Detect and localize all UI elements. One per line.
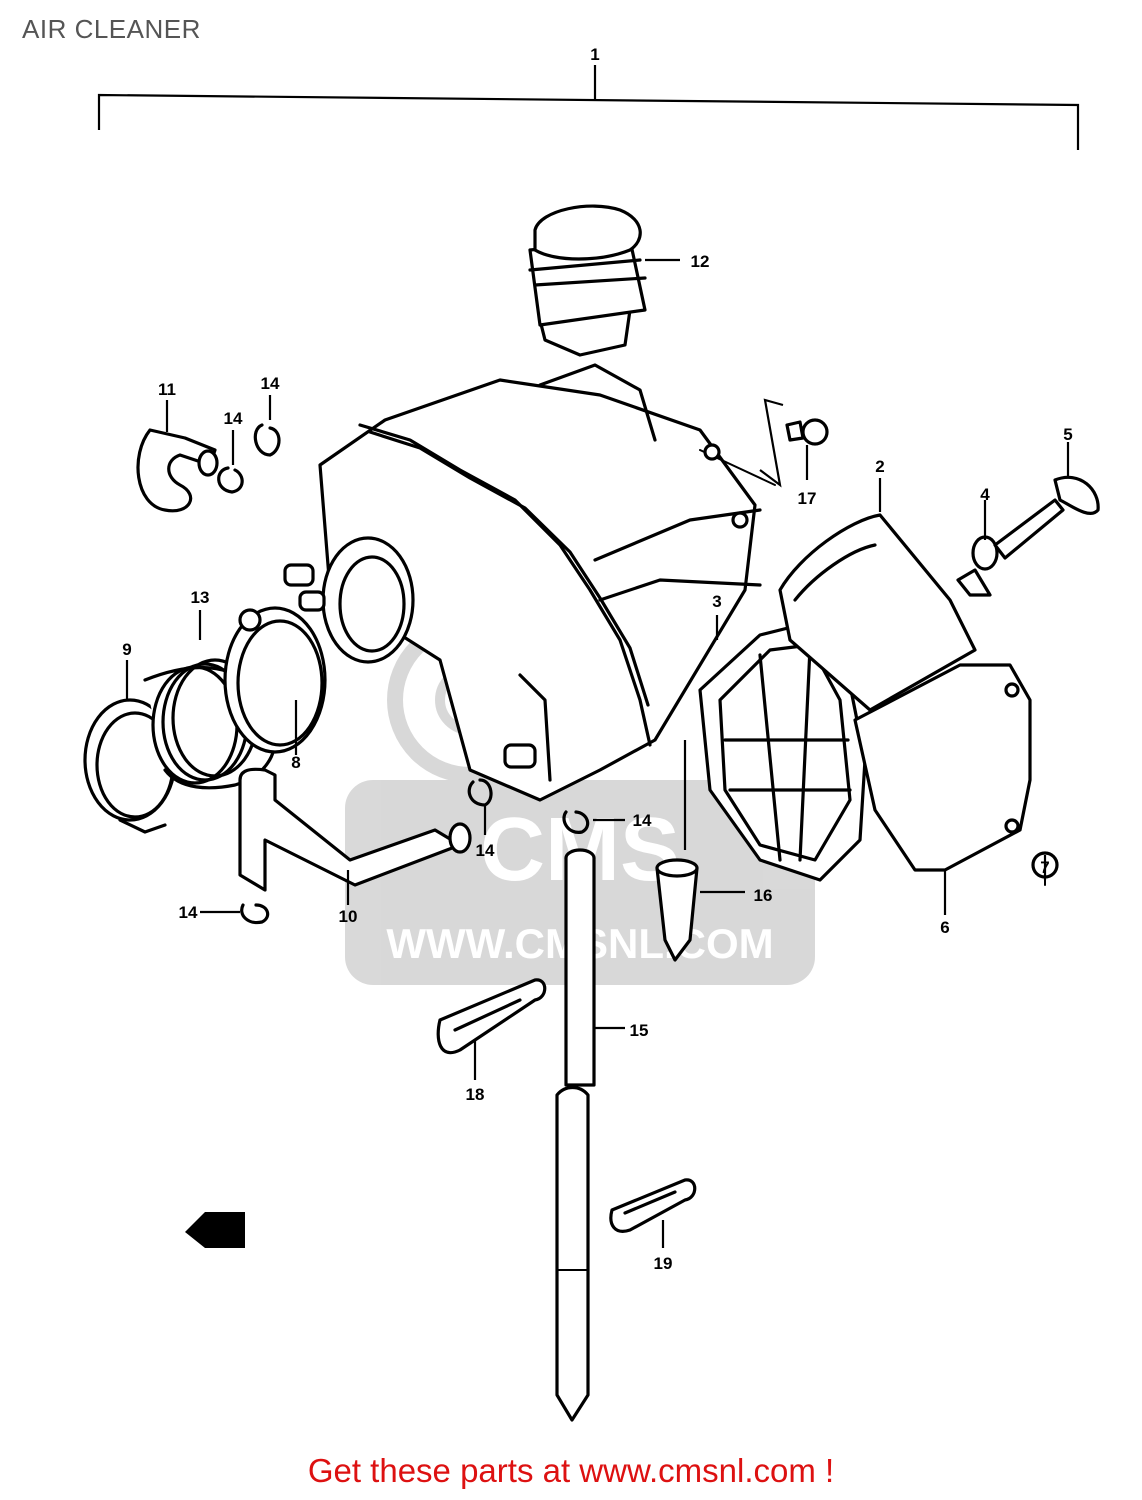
fwd-arrow: FWD — [185, 1212, 245, 1248]
callout-15: 15 — [630, 1021, 649, 1040]
hose-11 — [136, 428, 219, 513]
callout-5: 5 — [1063, 425, 1072, 444]
page-title: AIR CLEANER — [22, 14, 201, 44]
callout-1: 1 — [590, 45, 599, 64]
screws — [785, 418, 1059, 886]
callout-numbers: 1 2 3 4 5 6 7 8 9 10 11 12 13 14 14 14 1… — [122, 45, 1072, 1273]
callout-14-right: 14 — [633, 811, 652, 830]
filter-element — [778, 513, 977, 712]
drain-tube — [555, 848, 596, 1422]
callout-19: 19 — [654, 1254, 673, 1273]
air-cleaner-box — [318, 363, 776, 802]
fwd-arrow-label: FWD — [203, 1221, 242, 1240]
callout-13: 13 — [191, 588, 210, 607]
callout-16: 16 — [754, 886, 773, 905]
callout-12: 12 — [691, 252, 710, 271]
callout-14-bottom: 14 — [179, 903, 198, 922]
callout-10: 10 — [339, 907, 358, 926]
callout-14-left: 14 — [224, 409, 243, 428]
callout-8: 8 — [291, 753, 300, 772]
intake-boot — [528, 204, 647, 357]
wing-bolt — [956, 475, 1100, 597]
callout-4: 4 — [980, 485, 990, 504]
callout-17: 17 — [798, 489, 817, 508]
drain-cup — [655, 858, 699, 962]
callout-14-top: 14 — [261, 374, 280, 393]
callout-6: 6 — [940, 918, 949, 937]
clips — [436, 978, 697, 1233]
air-cleaner-cover — [853, 663, 1032, 872]
element-frame — [698, 623, 867, 882]
callout-11: 11 — [158, 380, 176, 399]
drain-hose — [238, 767, 472, 892]
leader-lines — [125, 258, 1070, 1248]
callout-14-middle: 14 — [476, 841, 495, 860]
inlet-joint-assembly — [83, 606, 327, 834]
box-inlet — [321, 536, 415, 664]
callout-3: 3 — [712, 592, 721, 611]
get-parts-link[interactable]: Get these parts at www.cmsnl.com ! — [307, 1452, 835, 1489]
box-nipples — [283, 563, 537, 769]
callout-18: 18 — [466, 1085, 485, 1104]
callout-7: 7 — [1040, 858, 1049, 877]
assembly-bracket — [97, 65, 1080, 150]
callout-2: 2 — [875, 457, 884, 476]
callout-9: 9 — [122, 640, 131, 659]
